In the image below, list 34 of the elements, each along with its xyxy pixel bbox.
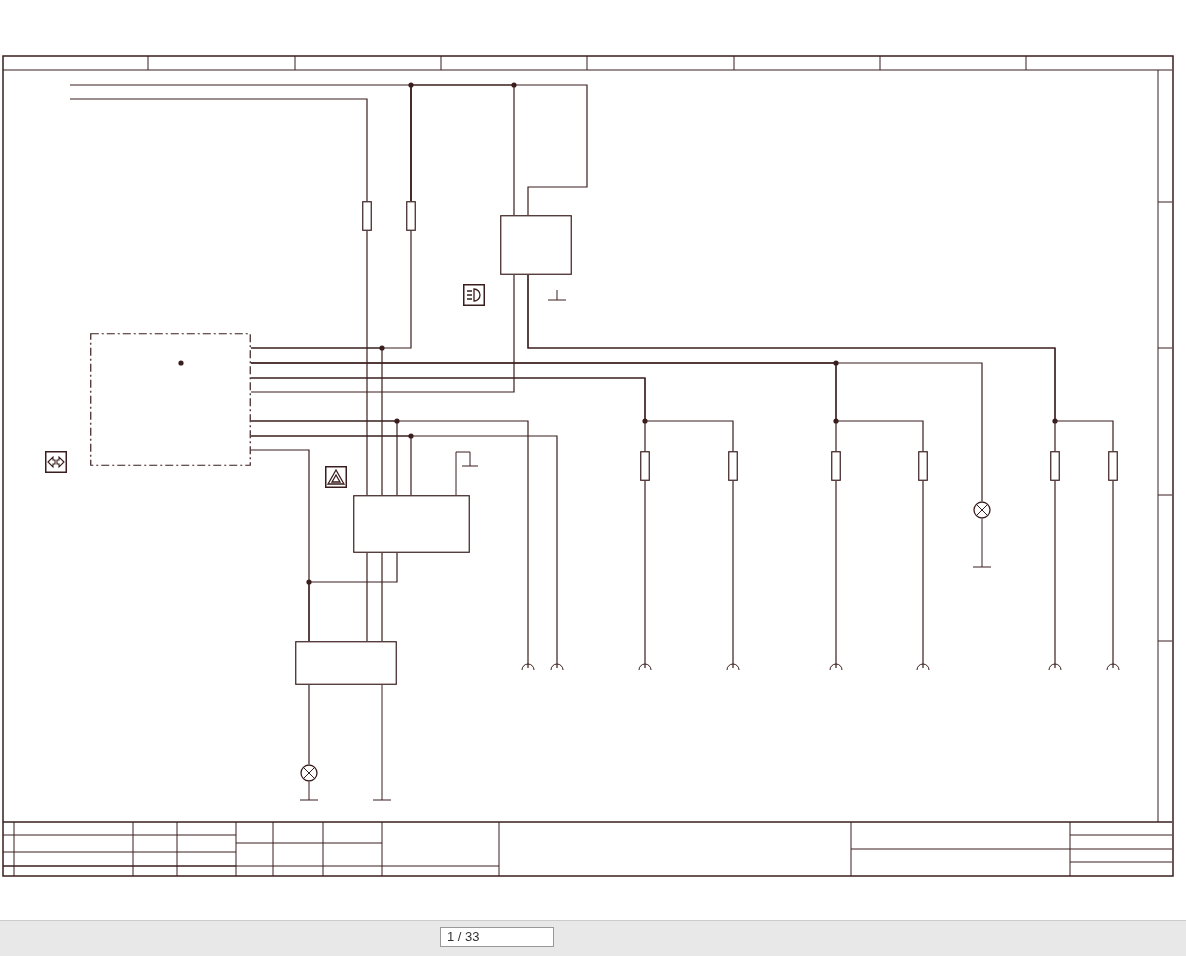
wire bbox=[644, 480, 646, 669]
lamp-symbol bbox=[973, 501, 991, 519]
switch-assembly bbox=[90, 333, 251, 466]
fuse-symbol bbox=[831, 451, 841, 481]
wire bbox=[732, 480, 734, 669]
page-number-field: 1 / 33 bbox=[440, 927, 554, 947]
fuse-symbol bbox=[362, 201, 372, 231]
fuse-symbol bbox=[406, 201, 416, 231]
wire bbox=[366, 230, 368, 496]
wire bbox=[922, 480, 924, 669]
wire bbox=[250, 274, 515, 393]
switch-module bbox=[353, 495, 470, 553]
wire bbox=[410, 84, 588, 216]
fuse-symbol bbox=[640, 451, 650, 481]
fuse-symbol bbox=[728, 451, 738, 481]
fuse-symbol bbox=[918, 451, 928, 481]
wire bbox=[835, 480, 837, 669]
wire bbox=[366, 552, 368, 642]
switch-module bbox=[500, 215, 572, 275]
wire bbox=[381, 552, 383, 642]
wire bbox=[69, 98, 368, 202]
wire bbox=[308, 552, 398, 642]
wire bbox=[1112, 480, 1114, 669]
relay-box bbox=[295, 641, 397, 685]
lamp-symbol bbox=[300, 764, 318, 782]
fuse-symbol bbox=[1108, 451, 1118, 481]
wire bbox=[250, 362, 983, 502]
wire bbox=[250, 377, 734, 452]
wire bbox=[250, 347, 383, 496]
wire bbox=[308, 684, 310, 765]
headlight-icon bbox=[463, 284, 485, 306]
fuse-symbol bbox=[1050, 451, 1060, 481]
hazard-warning-icon bbox=[325, 466, 347, 488]
wire bbox=[1054, 480, 1056, 669]
